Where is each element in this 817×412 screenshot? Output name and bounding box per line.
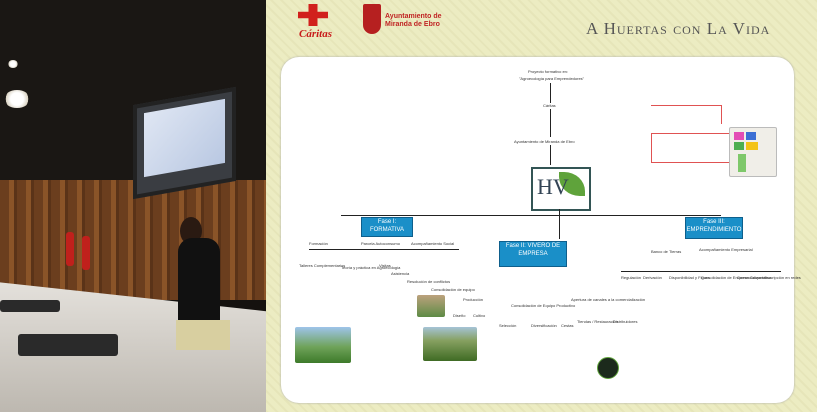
poster-title: A Huertas con La Vida	[586, 19, 770, 39]
tv-screen	[133, 87, 236, 199]
project-poster: Cáritas Ayuntamiento de Miranda de Ebro …	[266, 0, 817, 412]
chair	[176, 320, 230, 350]
phase-2-box: Fase II: VIVERO DE EMPRESA	[499, 241, 567, 267]
fase1-sub-5: Consolidación de equipo	[431, 287, 475, 292]
fase3-item-0: Banco de Tierras	[651, 249, 681, 254]
caritas-cross-icon	[298, 4, 328, 26]
stovetop	[18, 334, 118, 356]
presentation-photo	[0, 0, 266, 412]
budget-bracket	[651, 105, 722, 124]
fase1-sub-0: Talleres Complementarios	[299, 263, 345, 268]
ceiling-lamp	[4, 90, 30, 108]
municipality-name: Ayuntamiento de Miranda de Ebro	[385, 13, 455, 29]
fase3-item-1: Acompañamiento Empresarial	[699, 247, 753, 252]
fase2-sub-3: Diversificación	[531, 323, 557, 328]
garden-photo	[295, 327, 351, 363]
fase2-sub-6: Distribuidores	[613, 319, 637, 324]
fase2-sub-0: Diseño	[453, 313, 465, 318]
fase1-sub-3: Asistencia	[391, 271, 409, 276]
header-line2: "Agroecología para Emprendedores"	[519, 76, 584, 81]
phase-3-box: Fase III: EMPRENDIMIENTO	[685, 217, 743, 239]
fase3-sub-4: Comercialización	[737, 275, 767, 280]
fase1-sub-4: Resolución de conflictos	[407, 279, 450, 284]
header-line1: Proyecto formativo en:	[528, 69, 568, 74]
ayuntamiento-node: Ayuntamiento de Miranda de Ebro	[514, 139, 575, 144]
fire-extinguisher	[82, 236, 90, 270]
fase1-sub-2: Visitas	[379, 263, 391, 268]
fase2-sub-2: Selección	[499, 323, 516, 328]
fase2-sub-1: Cultivo	[473, 313, 485, 318]
plot-map	[729, 127, 777, 177]
caritas-logo-text: Cáritas	[299, 28, 332, 40]
fire-extinguisher	[66, 232, 74, 266]
fase2-sub-4: Cestas	[561, 323, 573, 328]
huertas-vida-logo: HV	[531, 167, 591, 211]
fase1-sub-1: Teoría y práctica en Agroecología	[341, 265, 400, 270]
logo-letters: HV	[537, 174, 569, 200]
fase2-item-2: Apertura de canales a la comercializació…	[571, 297, 645, 302]
fase1-item-1: Parcela Autoconsumo	[361, 241, 400, 246]
diagram-board: Proyecto formativo en: "Agroecología par…	[281, 57, 794, 403]
group-photo	[417, 295, 445, 317]
municipal-shield-icon	[363, 4, 381, 34]
fase2-sub-5: Tiendas / Restauración	[577, 319, 618, 324]
fase2-item-0: Producción	[463, 297, 483, 302]
resources-bracket	[651, 133, 733, 163]
fase1-item-2: Acompañamiento Social	[411, 241, 454, 246]
fase2-item-1: Consolidación de Equipo Productivo	[511, 303, 575, 308]
fase1-item-0: Formación	[309, 241, 328, 246]
field-photo	[423, 327, 477, 361]
hv-badge	[597, 357, 619, 379]
phase-1-box: Fase I: FORMATIVA	[361, 217, 413, 237]
fase3-sub-5: Inscripción en redes	[765, 275, 801, 280]
fase3-sub-0: Regulación	[621, 275, 641, 280]
fase3-sub-1: Derivación	[643, 275, 662, 280]
stovetop	[0, 300, 60, 312]
ceiling-lamp	[8, 60, 18, 68]
caritas-node: Cáritas	[543, 103, 556, 108]
